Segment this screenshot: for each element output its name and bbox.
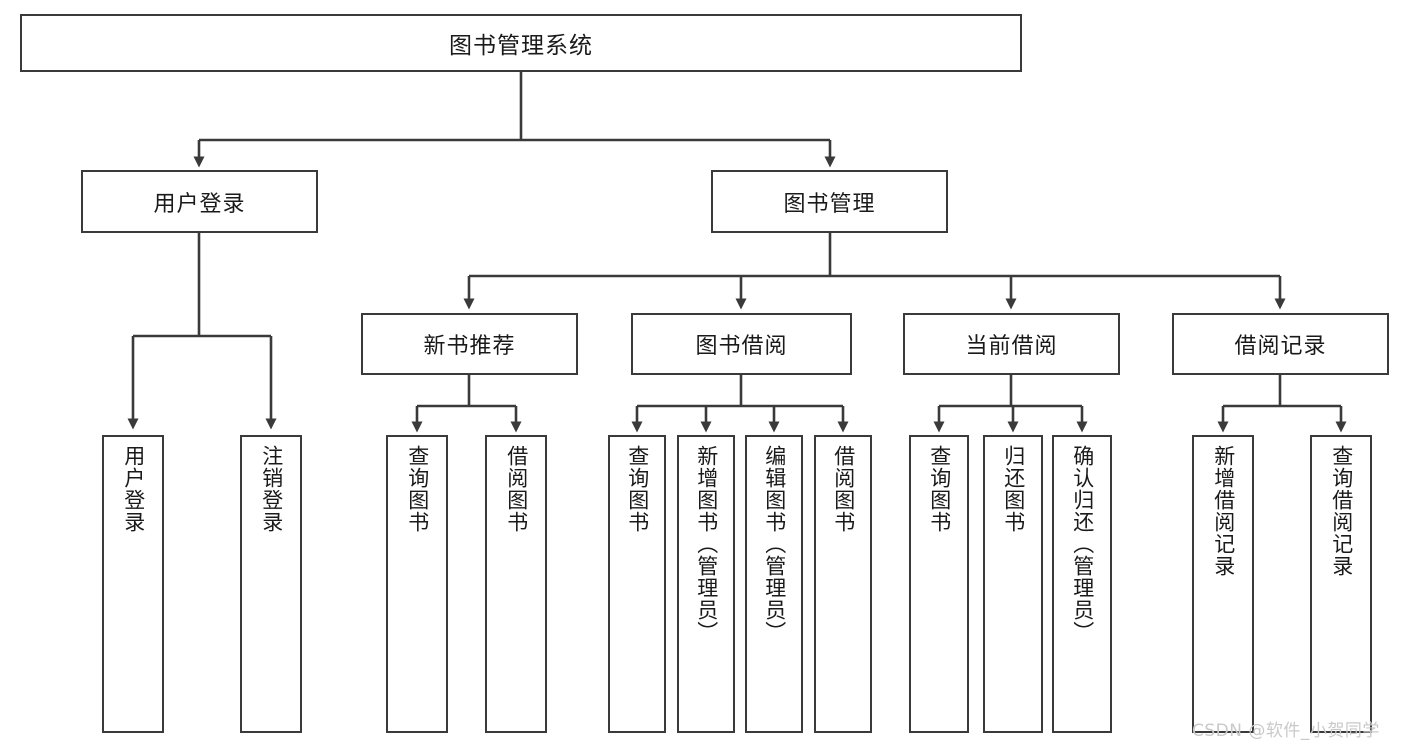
leaf-confirm-return-admin-label: 确认归还（管理员） [1070, 445, 1095, 643]
leaf-query-book-borrow[interactable]: 查询图书 [608, 435, 666, 733]
leaf-return-book[interactable]: 归还图书 [983, 435, 1043, 733]
node-book-borrow[interactable]: 图书借阅 [631, 313, 852, 375]
leaf-borrow-book[interactable]: 借阅图书 [814, 435, 872, 733]
leaf-add-book-admin[interactable]: 新增图书（管理员） [677, 435, 735, 733]
leaf-borrow-book-label: 借阅图书 [831, 445, 856, 533]
leaf-query-book-borrow-label: 查询图书 [625, 445, 650, 533]
leaf-add-borrow-record-label: 新增借阅记录 [1211, 445, 1236, 577]
node-new-book-recommend[interactable]: 新书推荐 [361, 313, 578, 375]
leaf-edit-book-admin[interactable]: 编辑图书（管理员） [745, 435, 803, 733]
leaf-return-book-label: 归还图书 [1001, 445, 1026, 533]
node-root-label: 图书管理系统 [449, 33, 593, 59]
leaf-user-login-label: 用户登录 [121, 445, 146, 533]
node-user-login-label: 用户登录 [153, 191, 246, 217]
leaf-add-book-admin-label: 新增图书（管理员） [694, 445, 719, 643]
leaf-query-borrow-record-label: 查询借阅记录 [1329, 445, 1354, 577]
leaf-borrow-book-recommend-label: 借阅图书 [504, 445, 529, 533]
node-borrow-record[interactable]: 借阅记录 [1172, 313, 1389, 375]
leaf-query-borrow-record[interactable]: 查询借阅记录 [1310, 435, 1372, 733]
node-current-borrow[interactable]: 当前借阅 [903, 313, 1120, 375]
leaf-logout[interactable]: 注销登录 [240, 435, 302, 733]
leaf-query-book-current[interactable]: 查询图书 [909, 435, 969, 733]
leaf-borrow-book-recommend[interactable]: 借阅图书 [485, 435, 547, 733]
node-user-login[interactable]: 用户登录 [81, 170, 318, 233]
leaf-user-login[interactable]: 用户登录 [102, 435, 164, 733]
leaf-query-book-recommend[interactable]: 查询图书 [386, 435, 448, 733]
leaf-confirm-return-admin[interactable]: 确认归还（管理员） [1052, 435, 1112, 733]
leaf-logout-label: 注销登录 [259, 445, 284, 533]
watermark: CSDN @软件_小贺同学 [1192, 721, 1380, 741]
node-book-management-label: 图书管理 [783, 191, 876, 217]
leaf-edit-book-admin-label: 编辑图书（管理员） [762, 445, 787, 643]
node-book-management[interactable]: 图书管理 [711, 170, 948, 233]
node-new-book-recommend-label: 新书推荐 [423, 334, 516, 359]
leaf-add-borrow-record[interactable]: 新增借阅记录 [1192, 435, 1254, 733]
node-book-borrow-label: 图书借阅 [695, 334, 788, 359]
node-root[interactable]: 图书管理系统 [20, 14, 1022, 72]
leaf-query-book-current-label: 查询图书 [927, 445, 952, 533]
node-current-borrow-label: 当前借阅 [965, 334, 1058, 359]
leaf-query-book-recommend-label: 查询图书 [405, 445, 430, 533]
node-borrow-record-label: 借阅记录 [1234, 334, 1327, 359]
